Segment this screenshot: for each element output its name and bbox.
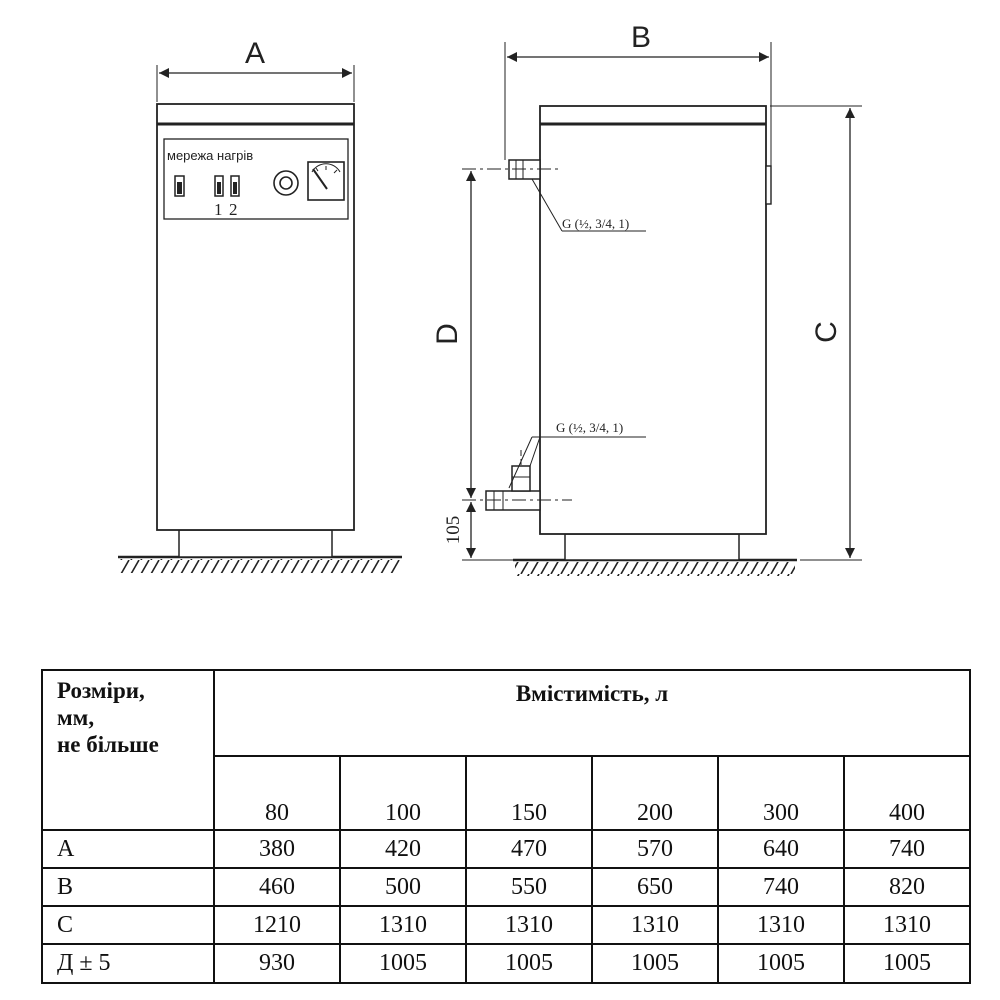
table-row: Д ± 5 930 1005 1005 1005 1005 1005 xyxy=(41,943,971,984)
dimension-d-label: D xyxy=(431,323,464,345)
table-cell: 500 xyxy=(339,867,467,907)
table-cell: 650 xyxy=(591,867,719,907)
dimension-105-label: 105 xyxy=(443,516,464,545)
table-cell: 1310 xyxy=(591,905,719,945)
dimensions-table: Розміри, мм, не більше Вмістимість, л 80… xyxy=(41,669,971,984)
volume-cell: 300 xyxy=(717,755,845,831)
side-view: G (½, 3/4, 1) G (½, 3/4, 1) B C D 105 xyxy=(431,21,862,576)
table-cell: 1210 xyxy=(213,905,341,945)
dimension-b-label: B xyxy=(631,21,651,54)
table-cell: 550 xyxy=(465,867,593,907)
volume-cell: 400 xyxy=(843,755,971,831)
table-cell: 1310 xyxy=(843,905,971,945)
dimension-c-label: C xyxy=(810,321,843,343)
side-ground-hatch xyxy=(515,562,795,576)
bottom-pipe-label: G (½, 3/4, 1) xyxy=(556,420,623,435)
row-label: А xyxy=(41,829,215,869)
volume-cell: 200 xyxy=(591,755,719,831)
volume-cell: 150 xyxy=(465,755,593,831)
ground-hatch xyxy=(120,559,400,573)
switch-number-2: 2 xyxy=(229,200,238,219)
table-row: С 1210 1310 1310 1310 1310 1310 xyxy=(41,905,971,945)
row-label: В xyxy=(41,867,215,907)
switch-number-1: 1 xyxy=(214,200,223,219)
table-cell: 1005 xyxy=(591,943,719,984)
table-cell: 570 xyxy=(591,829,719,869)
capacity-header: Вмістимість, л xyxy=(213,669,971,757)
front-plinth xyxy=(178,529,333,558)
table-cell: 380 xyxy=(213,829,341,869)
drain-valve xyxy=(511,465,531,492)
top-pipe-label: G (½, 3/4, 1) xyxy=(562,216,629,231)
table-cell: 1310 xyxy=(339,905,467,945)
table-row: А 380 420 470 570 640 740 xyxy=(41,829,971,869)
volume-cell: 100 xyxy=(339,755,467,831)
boiler-technical-drawing: мережа нагрів 1 2 A xyxy=(118,21,862,576)
panel-label: мережа нагрів xyxy=(167,148,253,163)
table-cell: 1005 xyxy=(717,943,845,984)
row-label: Д ± 5 xyxy=(41,943,215,984)
table-cell: 1310 xyxy=(717,905,845,945)
volume-cell: 80 xyxy=(213,755,341,831)
table-cell: 640 xyxy=(717,829,845,869)
side-plinth xyxy=(564,533,740,561)
front-view: мережа нагрів 1 2 A xyxy=(118,37,402,573)
rear-connector xyxy=(765,165,772,205)
volume-row: 80 100 150 200 300 400 xyxy=(42,755,971,831)
table-cell: 1005 xyxy=(339,943,467,984)
table-cell: 740 xyxy=(843,829,971,869)
table-cell: 930 xyxy=(213,943,341,984)
table-row: В 460 500 550 650 740 820 xyxy=(41,867,971,907)
dimension-a-label: A xyxy=(245,37,265,70)
table-header-row: Розміри, мм, не більше Вмістимість, л xyxy=(41,669,971,831)
table-cell: 1005 xyxy=(465,943,593,984)
row-label: С xyxy=(41,905,215,945)
table-cell: 460 xyxy=(213,867,341,907)
table-cell: 740 xyxy=(717,867,845,907)
table-cell: 820 xyxy=(843,867,971,907)
side-body xyxy=(539,105,767,535)
gauge-needle xyxy=(312,168,328,190)
table-cell: 470 xyxy=(465,829,593,869)
table-cell: 1310 xyxy=(465,905,593,945)
dimensions-header-cell: Розміри, мм, не більше xyxy=(41,669,215,831)
table-cell: 420 xyxy=(339,829,467,869)
table-cell: 1005 xyxy=(843,943,971,984)
